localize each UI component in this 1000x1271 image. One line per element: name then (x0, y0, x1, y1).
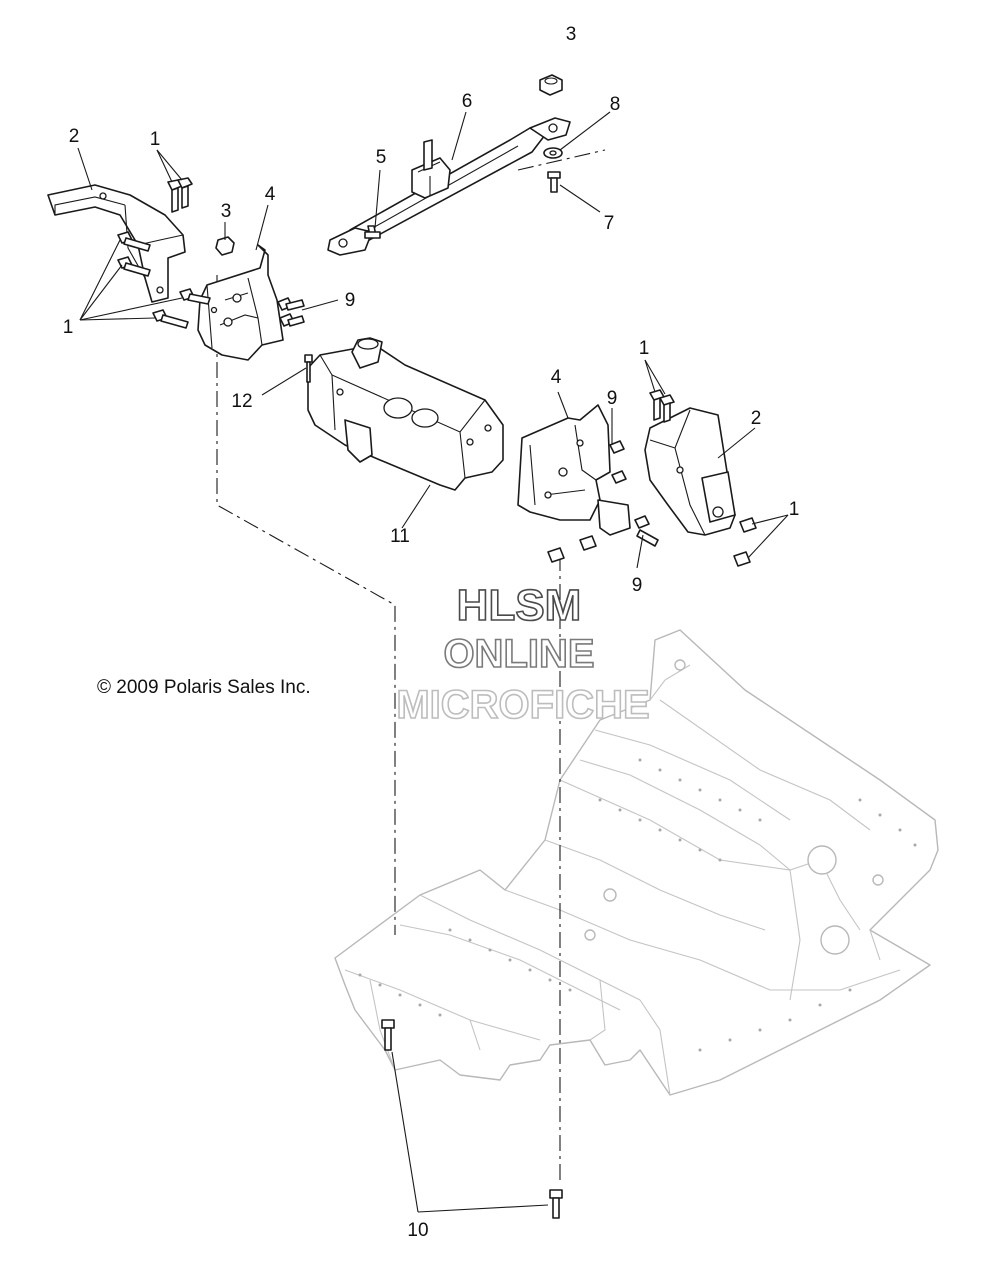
callout-9-left: 9 (345, 290, 356, 311)
callout-1-lower-right: 1 (789, 499, 800, 520)
callout-4-left: 4 (265, 184, 276, 205)
left-mount-bracket (47, 184, 186, 303)
callout-2-right: 2 (751, 408, 762, 429)
callout-2-left: 2 (69, 126, 80, 147)
callout-8: 8 (610, 94, 621, 115)
callout-5: 5 (376, 147, 387, 168)
callout-3-left: 3 (221, 201, 232, 222)
callout-1-lower-left: 1 (63, 317, 74, 338)
frame-rivets (358, 758, 917, 1052)
tie-rod-tube (327, 117, 571, 256)
callout-11: 11 (390, 526, 410, 547)
fasteners (117, 74, 757, 1219)
callout-6: 6 (462, 91, 473, 112)
callout-10: 10 (407, 1220, 428, 1241)
left-mount-plate (197, 244, 284, 361)
callout-labels: 2 1 3 4 5 6 3 8 7 1 9 12 11 4 9 1 2 1 9 … (63, 24, 800, 1241)
callout-9-right-upper: 9 (607, 388, 618, 409)
callout-1-top-right: 1 (639, 338, 650, 359)
callout-1-top-left: 1 (150, 129, 161, 150)
leader-lines (77, 111, 789, 1213)
callout-9-right-lower: 9 (632, 575, 643, 596)
assembly-dashed-lines (216, 149, 606, 1180)
callout-12: 12 (231, 391, 252, 412)
callout-4-right: 4 (551, 367, 562, 388)
watermark-line-3: MICROFICHE (396, 683, 649, 727)
watermark-line-1: HLSM (457, 581, 582, 630)
copyright-notice: © 2009 Polaris Sales Inc. (97, 677, 311, 698)
right-mount-bracket (644, 407, 736, 536)
callout-3-top: 3 (566, 24, 577, 45)
chassis-frame (334, 629, 939, 1096)
watermark-line-2: ONLINE (443, 632, 594, 676)
callout-7: 7 (604, 213, 615, 234)
right-mount-plate (517, 404, 631, 536)
watermark: HLSM ONLINE MICROFICHE (396, 580, 651, 728)
center-mount-housing (307, 337, 504, 491)
